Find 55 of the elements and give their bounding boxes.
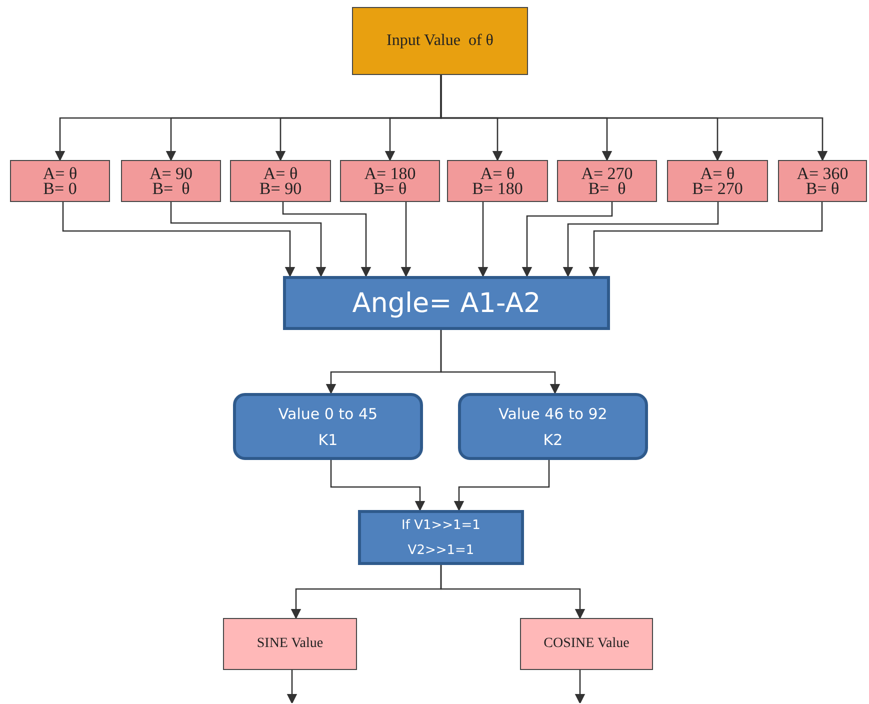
node-text: Value 0 to 45 (278, 404, 378, 424)
arrow (574, 670, 586, 704)
node-text: B= θ (588, 181, 626, 196)
node-text: B= 180 (472, 181, 523, 196)
arrow (522, 202, 613, 277)
case-box (667, 160, 768, 202)
node-text: A= θ (700, 166, 735, 181)
node-text: B= θ (152, 181, 190, 196)
case-box (10, 160, 110, 202)
arrow (440, 565, 586, 619)
node-text: A= 360 (796, 166, 848, 181)
node-text: B= 270 (692, 181, 743, 196)
arrow (170, 202, 326, 277)
node-text: COSINE Value (544, 636, 630, 652)
output-box (520, 618, 653, 670)
range-box (458, 393, 648, 460)
range-box (233, 393, 423, 460)
case-box (230, 160, 331, 202)
node-text: B= 90 (259, 181, 302, 196)
node-text: If V1>>1=1 (402, 516, 480, 534)
node-text: K2 (543, 430, 563, 450)
node-text: SINE Value (256, 636, 324, 652)
case-box (447, 160, 548, 202)
node-text: A= 90 (149, 166, 193, 181)
angle-box (283, 276, 610, 330)
condition-box (358, 510, 524, 565)
arrow (400, 202, 412, 277)
arrow (588, 202, 823, 277)
node-text: A= θ (263, 166, 298, 181)
case-box (121, 160, 221, 202)
node-text: A= 270 (581, 166, 633, 181)
node-text: K1 (318, 430, 338, 450)
arrow (62, 202, 296, 277)
node-text: B= θ (806, 181, 840, 196)
arrow (282, 202, 372, 277)
arrow (562, 202, 719, 277)
node-text: A= 180 (364, 166, 416, 181)
arrow (454, 460, 550, 511)
case-box (778, 160, 867, 202)
node-text: Angle= A1-A2 (352, 288, 541, 318)
arrow (478, 202, 488, 277)
node-text: V2>>1=1 (408, 542, 474, 560)
node-text: B= θ (373, 181, 407, 196)
output-box (223, 618, 357, 670)
node-text: A= θ (480, 166, 515, 181)
node-text: Input Value of θ (386, 32, 494, 50)
arrow (440, 330, 560, 394)
arrow (286, 670, 298, 704)
case-box (340, 160, 440, 202)
input-box (352, 7, 528, 75)
node-text: Value 46 to 92 (498, 404, 608, 424)
arrow (330, 460, 426, 511)
node-text: A= θ (42, 166, 78, 181)
node-text: B= 0 (43, 181, 77, 196)
case-box (557, 160, 657, 202)
